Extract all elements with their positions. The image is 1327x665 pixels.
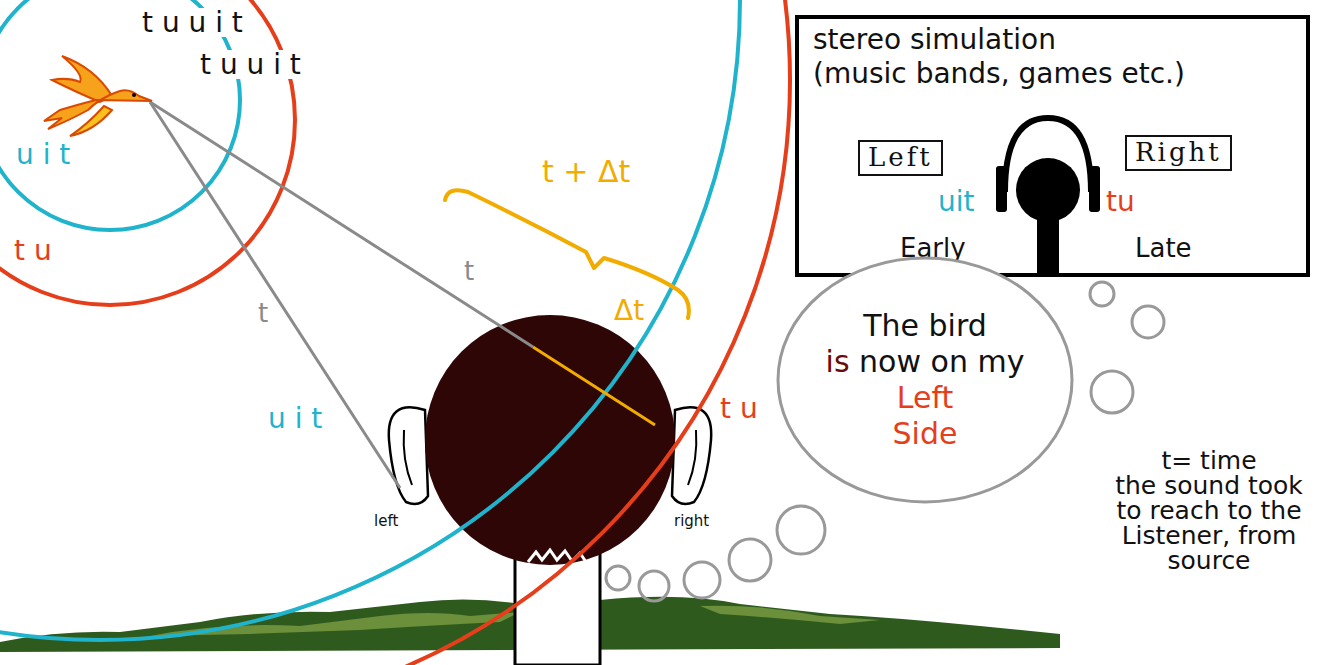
timing-label: Late <box>1135 233 1192 264</box>
left-ear-fold <box>404 430 412 485</box>
ear-sound: u i t <box>266 404 324 433</box>
text-space <box>1142 496 1150 525</box>
thought-bubble: The bird is now on myLeft Side <box>775 255 1075 505</box>
sound-wave-uit <box>0 0 740 640</box>
bird-wing <box>70 106 112 136</box>
text-space <box>1192 446 1200 475</box>
delay-label: t + Δt <box>540 156 632 188</box>
text-space <box>919 308 929 343</box>
text-run: bird <box>929 308 987 343</box>
headphone-cup <box>996 166 1007 212</box>
wave-label: u i t <box>14 140 72 169</box>
text-run: on <box>931 344 968 379</box>
thought-dot <box>639 571 669 601</box>
thought-text: The bird is now on my <box>826 308 1025 380</box>
channel-name: Right <box>1135 138 1222 168</box>
sound-path <box>150 102 533 347</box>
bird-wing <box>52 56 112 102</box>
text-space <box>921 344 931 379</box>
thought-dot <box>1091 371 1133 413</box>
text-run: reach <box>1149 496 1219 525</box>
text-run: The <box>863 308 919 343</box>
thought-dot <box>1132 306 1164 338</box>
text-space <box>901 23 910 56</box>
text-run: the <box>1115 471 1156 500</box>
thought-dot <box>606 566 630 590</box>
text-run: time <box>1200 446 1256 475</box>
channel-box: Left <box>858 140 943 176</box>
text-run: etc.) <box>1121 57 1184 90</box>
text-run: bands, <box>916 57 1010 90</box>
text-space <box>907 57 916 90</box>
bubble-ellipse <box>778 258 1072 502</box>
text-run: source <box>1167 546 1250 575</box>
text-run: Side <box>893 416 958 451</box>
panel-heading: stereo simulation (music bands, games et… <box>813 23 1185 90</box>
time-brace <box>445 190 689 318</box>
delay-label: Δt <box>612 296 646 325</box>
figure-head <box>1016 158 1080 222</box>
text-space <box>968 344 978 379</box>
time-label: t <box>256 300 270 327</box>
sound-path <box>150 102 400 488</box>
channel-box: Right <box>1125 135 1232 171</box>
sound-syllables: t u u i t <box>140 8 245 37</box>
thought-dot <box>777 506 825 554</box>
text-space <box>1240 471 1248 500</box>
channel-sound: uit <box>938 185 975 219</box>
text-space <box>1230 521 1238 550</box>
note-text: t= time the sound took to reach to the L… <box>1092 448 1326 573</box>
right-ear-fold <box>688 430 696 485</box>
text-run: to <box>1227 496 1252 525</box>
text-run: sound <box>1164 471 1240 500</box>
text-run: now <box>859 344 921 379</box>
text-run: from <box>1238 521 1296 550</box>
ground-highlight <box>700 606 880 624</box>
text-space <box>1113 57 1122 90</box>
text-run: t= <box>1161 446 1192 475</box>
bird-eye <box>132 93 136 97</box>
text-run: games <box>1018 57 1112 90</box>
text-run: (music <box>813 57 907 90</box>
sound-syllables: t u u i t <box>198 50 303 79</box>
text-run: took <box>1248 471 1303 500</box>
stereo-panel: stereo simulation (music bands, games et… <box>795 15 1310 277</box>
text-space <box>1010 57 1019 90</box>
text-space <box>1156 471 1164 500</box>
channel-sound: tu <box>1106 185 1135 219</box>
channel-name: Left <box>868 143 933 173</box>
left-ear <box>389 407 428 504</box>
text-space <box>1253 496 1261 525</box>
text-run: my <box>977 344 1024 379</box>
text-run: is <box>826 344 850 379</box>
thought-dot <box>729 539 771 581</box>
ear-name: right <box>672 514 711 530</box>
thought-dot <box>684 562 720 598</box>
text-run: simulation <box>910 23 1056 56</box>
time-label: t <box>462 258 476 285</box>
text-space <box>850 344 860 379</box>
headphone-cup <box>1089 166 1100 212</box>
text-space <box>1220 496 1228 525</box>
text-run: to <box>1116 496 1141 525</box>
thought-dot <box>1090 282 1114 306</box>
ear-name: left <box>372 514 400 530</box>
text-run: Listener, <box>1122 521 1231 550</box>
text-run: Left <box>897 380 953 415</box>
text-run: stereo <box>813 23 901 56</box>
text-run: the <box>1261 496 1302 525</box>
delay-path <box>533 347 655 425</box>
sound-wave-tu <box>0 0 790 665</box>
wave-label: t u <box>12 236 54 265</box>
ear-sound: t u <box>718 394 760 423</box>
thought-emphasis: Left Side <box>893 380 958 452</box>
